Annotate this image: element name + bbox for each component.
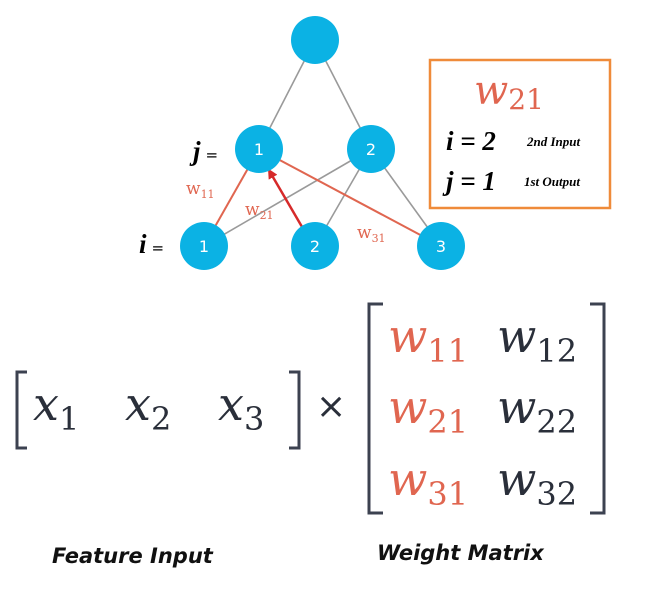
node-label-in1: 1 — [199, 237, 209, 256]
node-label-in2: 2 — [310, 237, 320, 256]
matrix-w31: w31 — [388, 452, 468, 513]
node-top — [291, 16, 339, 64]
vector-x2: x2 — [125, 377, 171, 438]
legend-i-note: 2nd Input — [526, 134, 580, 149]
vector-x3: x3 — [218, 377, 264, 438]
legend-box — [428, 58, 612, 210]
edge-label-w21: w21 — [245, 200, 274, 222]
network-nodes: 1 2 1 2 3 — [180, 16, 465, 270]
weight-matrix-caption: Weight Matrix — [377, 541, 545, 565]
legend-i-line: i = 2 — [446, 126, 496, 156]
feature-input-caption: Feature Input — [52, 544, 214, 568]
vector-x1: x1 — [33, 377, 79, 438]
highlight-arrow — [267, 168, 307, 233]
node-in2 — [291, 222, 339, 270]
matrix-w21: w21 — [388, 380, 468, 441]
feature-input-vector: x1 x2 x3 — [33, 377, 264, 438]
vector-right-bracket — [289, 370, 301, 450]
times-sign: × — [316, 386, 346, 427]
edge-h1-in3 — [258, 148, 442, 247]
edge-label-w31: w31 — [357, 223, 386, 245]
i-label: i= — [139, 229, 164, 259]
legend-j-note: 1st Output — [524, 174, 580, 189]
legend-j-line: j = 1 — [442, 166, 496, 196]
node-h2 — [347, 125, 395, 173]
matrix-w11: w11 — [388, 309, 468, 370]
node-label-h2: 2 — [366, 140, 376, 159]
matrix-w12: w12 — [497, 309, 577, 370]
matrix-w22: w22 — [497, 380, 577, 441]
matrix-right-bracket — [590, 302, 606, 515]
edge-label-w11: w11 — [186, 179, 215, 201]
weight-matrix: w11 w12 w21 w22 w31 w32 — [388, 309, 577, 513]
node-in1 — [180, 222, 228, 270]
matrix-w32: w32 — [497, 452, 577, 513]
vector-left-bracket — [15, 370, 27, 450]
edge-h2-in1 — [203, 148, 372, 247]
j-label: j= — [189, 136, 218, 166]
legend-weight: w21 — [474, 68, 544, 116]
node-in3 — [417, 222, 465, 270]
matrix-left-bracket — [367, 302, 383, 515]
node-h1 — [235, 125, 283, 173]
node-label-in3: 3 — [436, 237, 446, 256]
node-label-h1: 1 — [254, 140, 264, 159]
